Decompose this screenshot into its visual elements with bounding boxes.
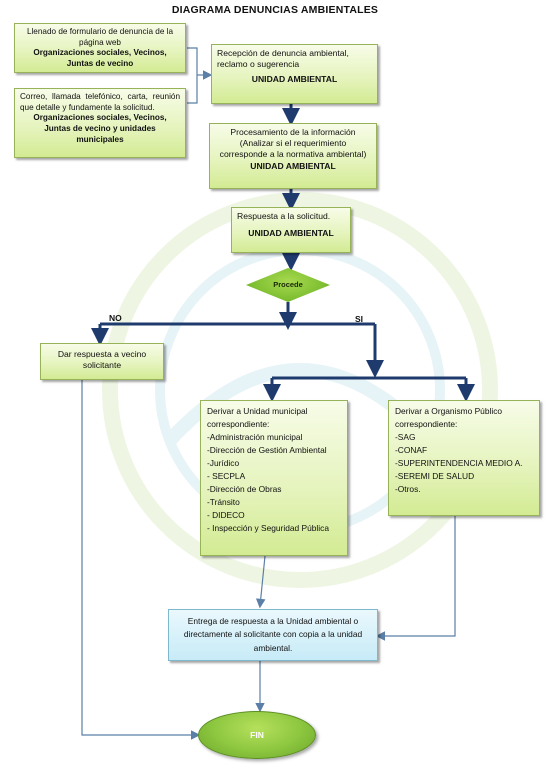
list-item: -Dirección de Gestión Ambiental (207, 445, 327, 456)
municipal-heading: Derivar a Unidad municipal correspondien… (207, 406, 308, 430)
reception-text: Recepción de denuncia ambiental, reclamo… (217, 48, 349, 70)
reply-neighbor-box: Dar respuesta a vecino solicitante (40, 343, 164, 380)
input-web-form-box: Llenado de formulario de denuncia de la … (14, 23, 186, 73)
processing-text: Procesamiento de la información (230, 127, 356, 137)
input-mail-text: Correo, llamada telefónico, carta, reuni… (20, 92, 180, 112)
delivery-box: Entrega de respuesta a la Unidad ambient… (168, 609, 378, 661)
end-label: FIN (250, 730, 264, 740)
list-item: -SAG (395, 432, 416, 443)
input-mail-box: Correo, llamada telefónico, carta, reuni… (14, 88, 186, 158)
list-item: -Jurídico (207, 458, 240, 469)
list-item: - Inspección y Seguridad Pública (207, 523, 329, 534)
end-terminal: FIN (198, 711, 316, 759)
processing-note: (Analizar si el requerimiento correspond… (219, 138, 367, 160)
public-body-list: -SAG -CONAF -SUPERINTENDENCIA MEDIO A. -… (395, 431, 533, 496)
public-body-box: Derivar a Organismo Público correspondie… (388, 400, 540, 516)
reception-unit: UNIDAD AMBIENTAL (251, 74, 338, 85)
municipal-list: -Administración municipal -Dirección de … (207, 431, 341, 535)
diagram-title: DIAGRAMA DENUNCIAS AMBIENTALES (171, 4, 379, 16)
reception-box: Recepción de denuncia ambiental, reclamo… (211, 44, 378, 104)
branch-no-label: NO (109, 313, 122, 323)
municipal-unit-box: Derivar a Unidad municipal correspondien… (200, 400, 348, 556)
list-item: -Dirección de Obras (207, 484, 282, 495)
list-item: -Administración municipal (207, 432, 303, 443)
response-box: Respuesta a la solicitud. UNIDAD AMBIENT… (231, 207, 351, 253)
response-unit: UNIDAD AMBIENTAL (248, 228, 334, 239)
list-item: -Otros. (395, 484, 421, 495)
processing-box: Procesamiento de la información (Analiza… (209, 123, 377, 189)
list-item: -CONAF (395, 445, 428, 456)
decision-label: Procede (273, 280, 303, 289)
reply-neighbor-text: Dar respuesta a vecino solicitante (57, 349, 147, 371)
processing-unit: UNIDAD AMBIENTAL (250, 160, 336, 171)
list-item: -Tránsito (207, 497, 240, 508)
response-text: Respuesta a la solicitud. (237, 211, 331, 221)
public-body-heading: Derivar a Organismo Público correspondie… (395, 406, 503, 430)
list-item: -SUPERINTENDENCIA MEDIO A. (395, 458, 523, 469)
input-web-text: Llenado de formulario de denuncia de la … (26, 27, 174, 47)
input-mail-actors: Organizaciones sociales, Vecinos, Juntas… (33, 113, 167, 144)
list-item: - SECPLA (207, 471, 246, 482)
list-item: - DIDECO (207, 510, 245, 521)
branch-si-label: SI (355, 314, 364, 324)
input-web-actors: Organizaciones sociales, Vecinos, Juntas… (33, 48, 167, 68)
list-item: -SEREMI DE SALUD (395, 471, 475, 482)
delivery-text: Entrega de respuesta a la Unidad ambient… (183, 616, 363, 653)
